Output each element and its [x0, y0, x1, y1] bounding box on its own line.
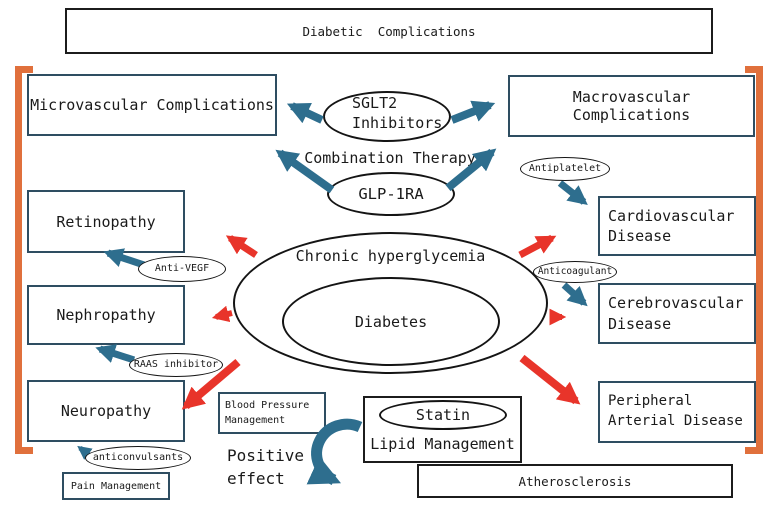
atherosclerosis-box: Atherosclerosis — [417, 464, 733, 498]
peripheral-arterial-disease-box: Peripheral Arterial Disease — [598, 381, 756, 443]
left-bracket — [15, 66, 33, 454]
arrow-sglt2-to-microvascular — [286, 102, 324, 124]
neuropathy-box: Neuropathy — [27, 380, 185, 442]
title-box: Diabetic Complications — [65, 8, 713, 54]
right-bracket — [745, 66, 763, 454]
raas-inhibitor-ellipse: RAAS inhibitor — [129, 353, 223, 377]
diabetes-ellipse: Diabetes — [282, 277, 500, 366]
microvascular-label: Microvascular Complications — [30, 96, 274, 114]
combination-therapy-label: Combination Therapy — [304, 149, 476, 167]
anti-vegf-ellipse: Anti-VEGF — [138, 256, 226, 282]
lipid-management-label: Lipid Management — [370, 435, 515, 453]
cardiovascular-disease-box: Cardiovascular Disease — [598, 196, 756, 256]
chronic-hyperglycemia-label: Chronic hyperglycemia — [295, 247, 486, 265]
blood-pressure-management-box: Blood Pressure Management — [218, 392, 326, 434]
retinopathy-box: Retinopathy — [27, 190, 185, 253]
antiplatelet-ellipse: Antiplatelet — [520, 157, 610, 181]
nephropathy-box: Nephropathy — [27, 285, 185, 345]
arrow-hyperglycemia-to-nephropathy — [211, 305, 233, 323]
glp1ra-ellipse: GLP-1RA — [327, 172, 455, 216]
arrow-antiplatelet-to-cardiovascular — [557, 180, 588, 206]
positive-effect-label: Positive effect — [227, 446, 305, 489]
statin-ellipse: Statin — [379, 400, 507, 430]
anticonvulsants-ellipse: anticonvulsants — [85, 446, 191, 470]
macrovascular-label: Macrovascular Complications — [572, 88, 691, 124]
pain-management-box: Pain Management — [62, 472, 170, 500]
arrow-raas-to-nephropathy — [95, 344, 136, 364]
arrow-hyperglycemia-to-pad — [519, 354, 581, 405]
glp1ra-label: GLP-1RA — [358, 185, 424, 203]
statin-label: Statin — [415, 406, 471, 424]
sglt2-line2: Inhibitors — [352, 114, 443, 133]
macrovascular-complications-box: Macrovascular Complications — [508, 75, 755, 137]
microvascular-complications-box: Microvascular Complications — [27, 74, 277, 136]
cerebrovascular-disease-box: Cerebrovascular Disease — [598, 283, 756, 344]
anticoagulant-ellipse: Anticoagulant — [533, 261, 617, 283]
diabetes-label: Diabetes — [354, 312, 428, 331]
page-title: Diabetic Complications — [302, 23, 476, 39]
arrow-sglt2-to-macrovascular — [450, 100, 496, 124]
atherosclerosis-label: Atherosclerosis — [518, 473, 632, 489]
sglt2-line1: SGLT2 — [352, 94, 398, 112]
arrow-antivegf-to-retinopathy — [103, 248, 146, 269]
arrow-anticoagulant-to-cerebrovascular — [561, 282, 588, 307]
sglt2-inhibitors-ellipse: SGLT2 Inhibitors — [323, 91, 451, 142]
pain-management-label: Pain Management — [70, 480, 162, 492]
